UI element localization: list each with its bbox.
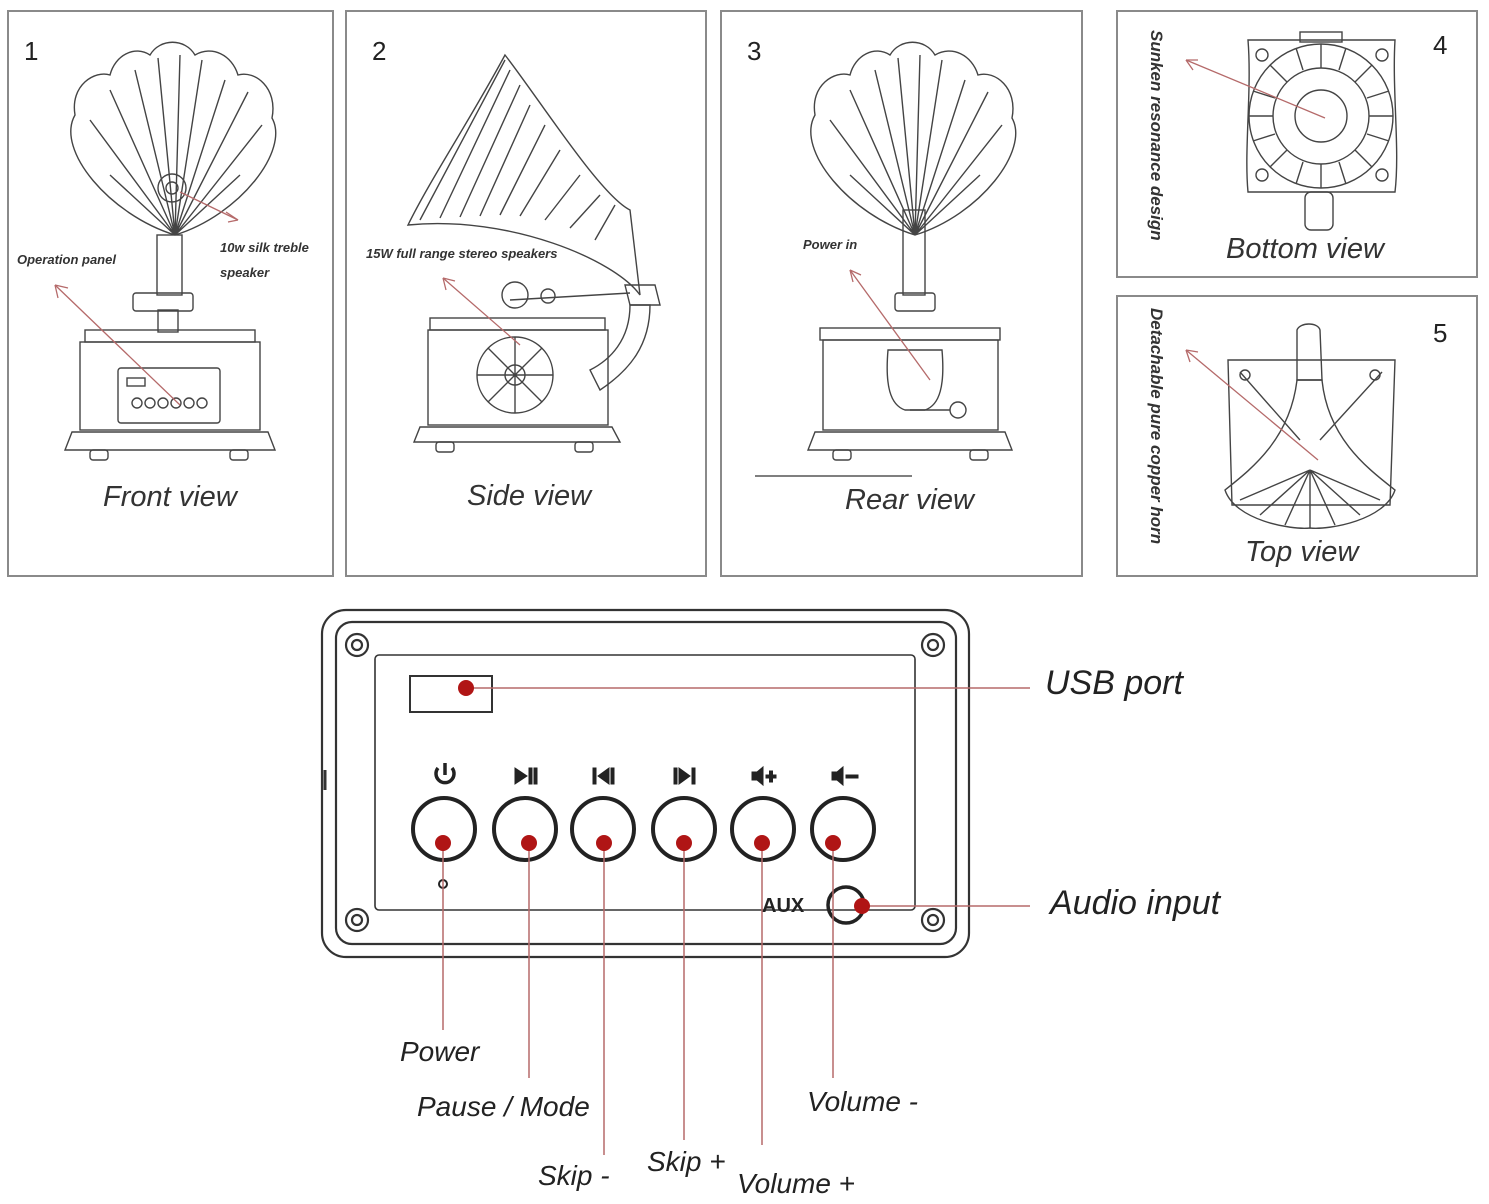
- usb-port-label: USB port: [1045, 664, 1183, 702]
- side-view-caption: Side view: [467, 480, 592, 512]
- volume-up-button: [730, 796, 796, 862]
- volume-down-label: Volume -: [807, 1086, 919, 1117]
- side-view-panel: [345, 10, 707, 577]
- audio-marker: [854, 898, 870, 914]
- power-marker: [435, 835, 451, 851]
- top-view-caption: Top view: [1245, 536, 1359, 568]
- volume-up-icon: [751, 765, 777, 787]
- volume-up-label: Volume +: [737, 1168, 856, 1199]
- bottom-view-caption: Bottom view: [1226, 233, 1384, 265]
- pause-mode-button: [492, 796, 558, 862]
- callout-leaders: [54, 59, 1326, 461]
- treble-speaker-callout-line1: 10w silk treble: [220, 240, 309, 255]
- pause-mode-marker: [521, 835, 537, 851]
- power-label: Power: [400, 1036, 480, 1067]
- top-view-drawing: [1224, 323, 1396, 529]
- volume-down-icon: [831, 765, 859, 787]
- bottom-view-panel: [1116, 10, 1478, 278]
- usb-marker: [458, 680, 474, 696]
- skip-forward-icon: [673, 767, 696, 785]
- copper-horn-callout: Detachable pure copper horn: [1147, 308, 1166, 545]
- view-number-5: 5: [1433, 318, 1448, 348]
- skip-back-button: [570, 796, 636, 862]
- view-number-3: 3: [747, 36, 762, 66]
- power-icon: [434, 763, 456, 785]
- rear-gramophone-drawing: [755, 41, 1017, 477]
- operation-panel-drawing: [320, 608, 971, 959]
- play-pause-icon: [514, 767, 538, 785]
- side-gramophone-drawing: [406, 53, 661, 453]
- front-gramophone-drawing: [63, 41, 277, 461]
- skip-back-marker: [596, 835, 612, 851]
- skip-forward-marker: [676, 835, 692, 851]
- panel-markers: [435, 680, 870, 914]
- bottom-view-drawing: [1246, 31, 1398, 231]
- skip-back-icon: [592, 767, 615, 785]
- view-number-4: 4: [1433, 30, 1448, 60]
- skip-back-label: Skip -: [538, 1160, 610, 1191]
- stereo-speakers-callout: 15W full range stereo speakers: [366, 246, 558, 261]
- rear-view-caption: Rear view: [845, 484, 974, 516]
- sunken-resonance-callout: Sunken resonance design: [1147, 30, 1166, 241]
- view-number-2: 2: [372, 36, 387, 66]
- skip-forward-label: Skip +: [647, 1146, 726, 1177]
- pause-mode-label: Pause / Mode: [417, 1091, 590, 1122]
- audio-input-label: Audio input: [1050, 884, 1221, 922]
- button-icons: [434, 763, 859, 787]
- aux-label: AUX: [762, 895, 805, 917]
- treble-speaker-callout-line2: speaker: [220, 265, 270, 280]
- panel-leaders: [442, 687, 1030, 1155]
- volume-up-marker: [754, 835, 770, 851]
- power-button: [411, 796, 477, 862]
- view-number-1: 1: [24, 36, 39, 66]
- front-view-caption: Front view: [103, 481, 237, 513]
- operation-panel-callout: Operation panel: [17, 252, 116, 267]
- volume-down-button: [810, 796, 876, 862]
- volume-down-marker: [825, 835, 841, 851]
- power-in-callout: Power in: [803, 237, 858, 252]
- panel-buttons: [411, 796, 876, 925]
